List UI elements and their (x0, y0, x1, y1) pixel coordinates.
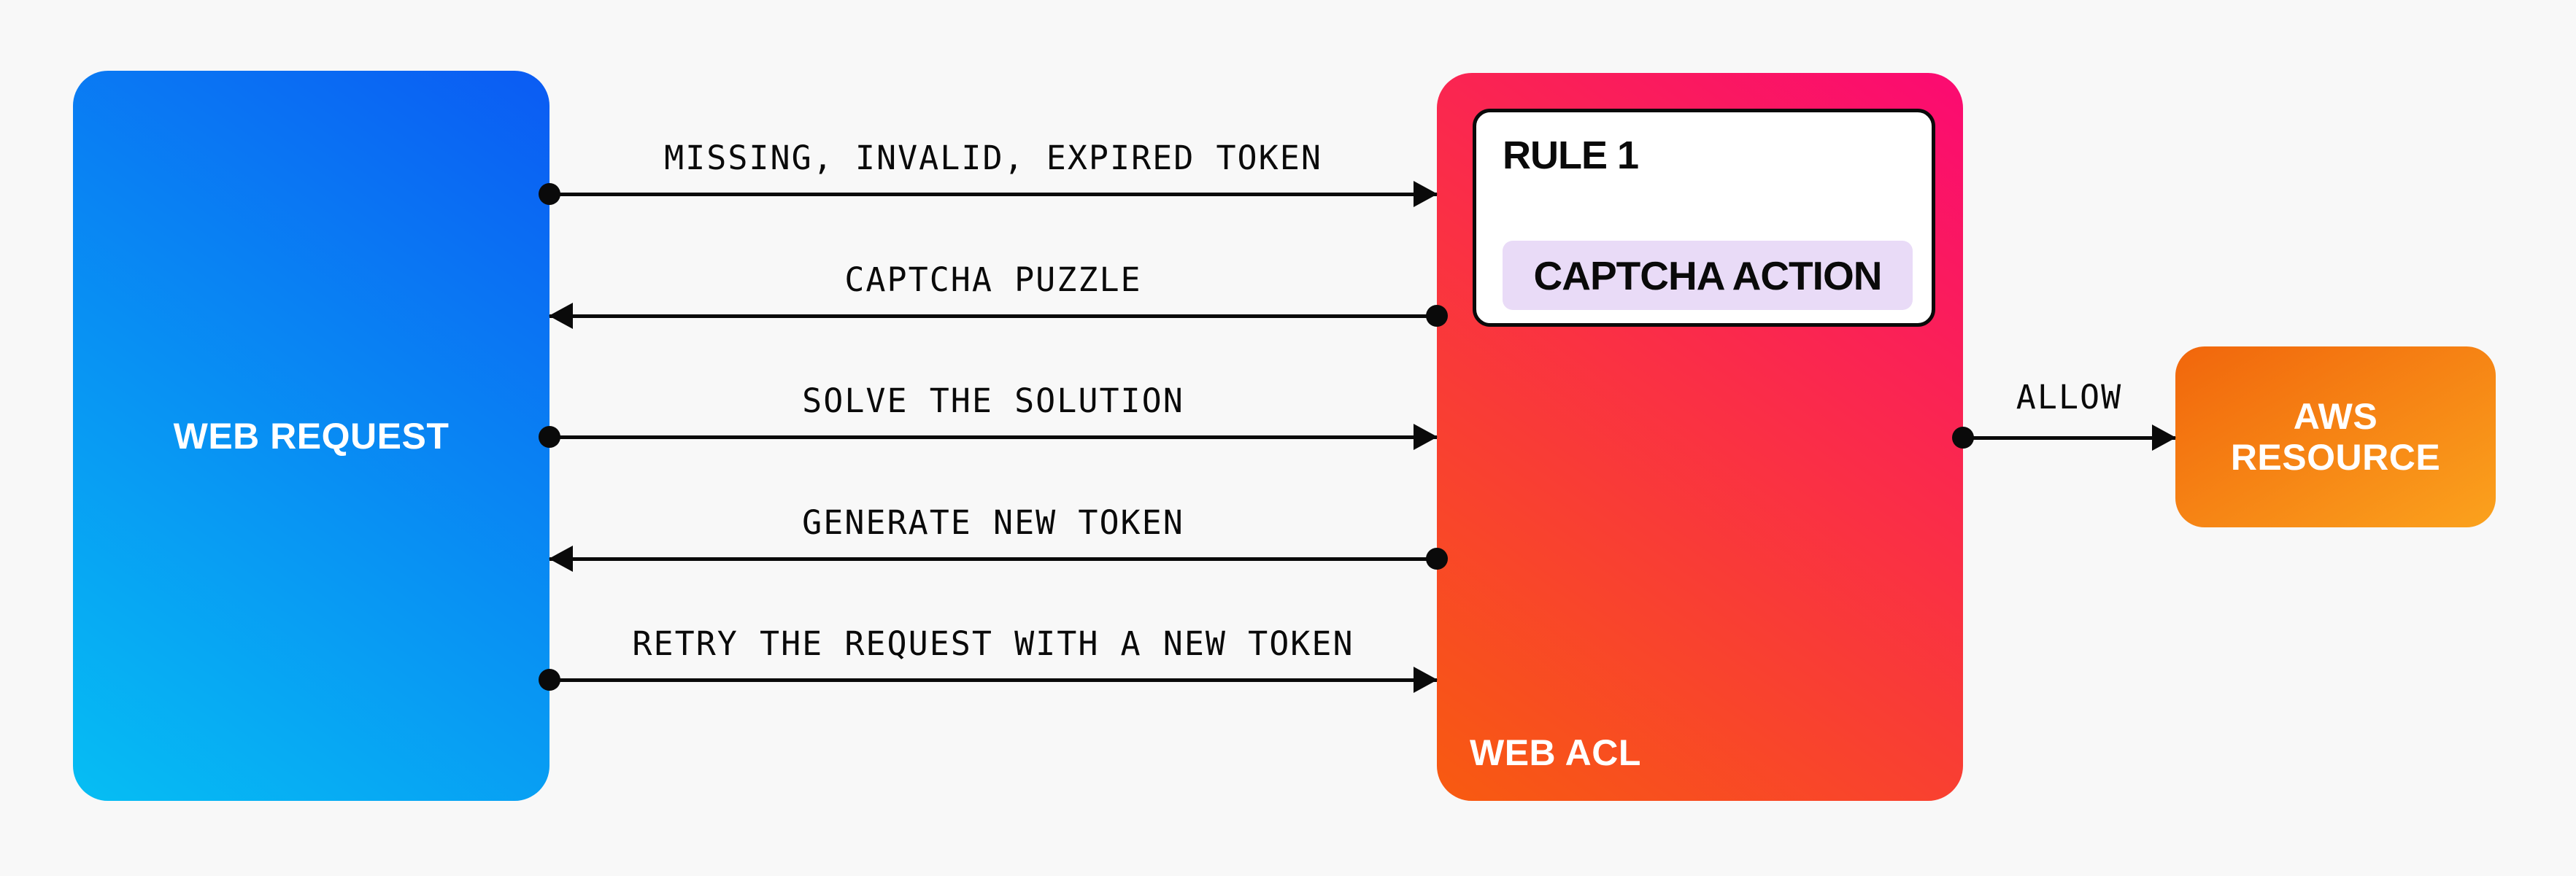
arrow-start-dot (539, 426, 560, 448)
arrow-line (1963, 435, 2175, 440)
arrow-line (549, 314, 1437, 318)
allow-label: ALLOW (2016, 378, 2123, 416)
aws-resource-label-line1: AWS (2293, 396, 2378, 437)
message-arrow: CAPTCHA PUZZLE (549, 260, 1448, 329)
web-acl-label: WEB ACL (1470, 732, 1641, 773)
message-label: MISSING, INVALID, EXPIRED TOKEN (664, 139, 1322, 177)
allow-arrow: ALLOW (1952, 378, 2176, 451)
arrow-start-dot (1426, 548, 1448, 570)
message-arrow: RETRY THE REQUEST WITH A NEW TOKEN (539, 624, 1438, 693)
arrow-line (549, 557, 1437, 561)
captcha-action-badge: CAPTCHA ACTION (1503, 241, 1913, 310)
arrow-head-icon (2152, 425, 2176, 451)
aws-resource-box: AWS RESOURCE (2175, 346, 2496, 527)
arrow-start-dot (1952, 427, 1974, 449)
arrow-start-dot (539, 183, 560, 205)
arrow-start-dot (539, 669, 560, 691)
rule-card-title: RULE 1 (1503, 133, 1639, 177)
message-label: RETRY THE REQUEST WITH A NEW TOKEN (632, 624, 1354, 663)
message-label: CAPTCHA PUZZLE (844, 260, 1142, 299)
arrow-head-icon (1414, 667, 1438, 693)
aws-resource-label-line2: RESOURCE (2230, 437, 2441, 478)
arrow-head-icon (1414, 424, 1438, 450)
rule-card: RULE 1 CAPTCHA ACTION (1473, 109, 1935, 327)
message-arrow: GENERATE NEW TOKEN (549, 503, 1448, 572)
arrow-line (549, 678, 1437, 682)
arrow-head-icon (549, 303, 573, 329)
arrow-head-icon (1414, 181, 1438, 207)
arrow-head-icon (549, 546, 573, 572)
web-acl-box: RULE 1 CAPTCHA ACTION WEB ACL (1437, 73, 1963, 801)
web-request-box: WEB REQUEST (73, 71, 549, 801)
message-arrow: SOLVE THE SOLUTION (539, 381, 1438, 450)
arrow-start-dot (1426, 305, 1448, 327)
web-request-label: WEB REQUEST (173, 415, 450, 457)
message-label: SOLVE THE SOLUTION (802, 381, 1184, 420)
arrow-line (549, 192, 1437, 196)
captcha-action-label: CAPTCHA ACTION (1533, 252, 1883, 298)
arrow-line (549, 435, 1437, 439)
message-label: GENERATE NEW TOKEN (802, 503, 1184, 542)
message-arrow: MISSING, INVALID, EXPIRED TOKEN (539, 139, 1438, 207)
